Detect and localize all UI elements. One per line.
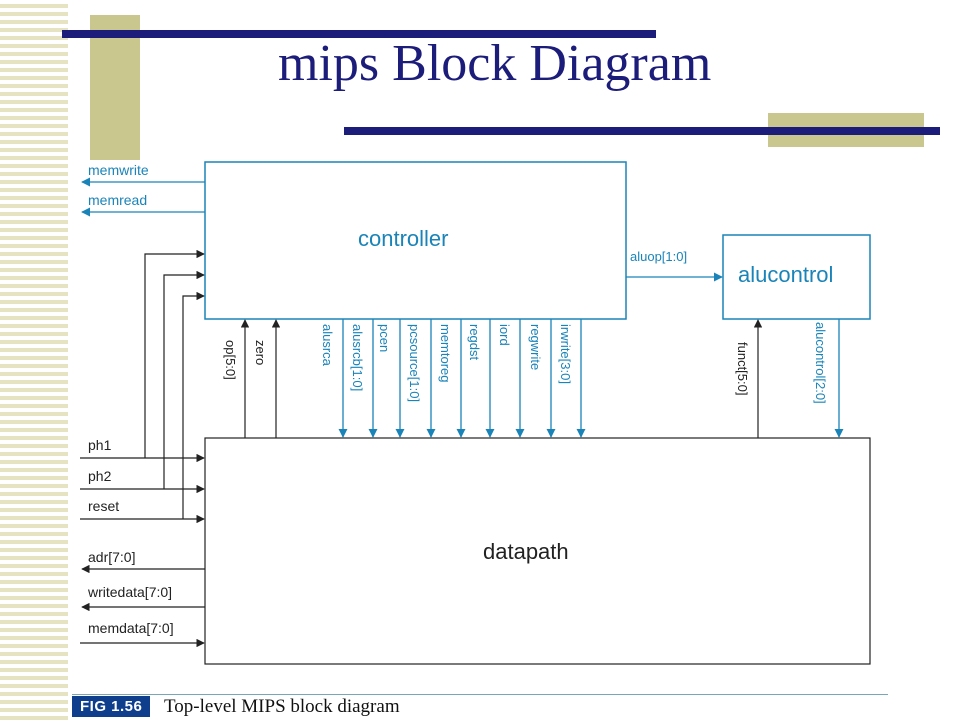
- funct-label: funct[5:0]: [735, 342, 750, 395]
- memwrite-label: memwrite: [88, 162, 149, 178]
- alusrcb-label: alusrcb[1:0]: [350, 324, 365, 391]
- pcsource-label: pcsource[1:0]: [407, 324, 422, 402]
- regdst-label: regdst: [467, 324, 482, 361]
- figure-caption-text: Top-level MIPS block diagram: [164, 696, 400, 717]
- pcen-label: pcen: [377, 324, 392, 352]
- irwrite-label: irwrite[3:0]: [558, 324, 573, 384]
- zero-label: zero: [253, 340, 268, 365]
- ph2-label: ph2: [88, 468, 112, 484]
- memdata-label: memdata[7:0]: [88, 620, 174, 636]
- caption-rule: [72, 694, 888, 695]
- title-rule-top: [62, 30, 656, 38]
- olive-vertical-bar: [90, 15, 140, 160]
- alucontrol-label: alucontrol: [738, 262, 833, 287]
- aluop-label: aluop[1:0]: [630, 249, 687, 264]
- controller-block: [204, 161, 627, 320]
- title-rule-bottom: [344, 127, 940, 135]
- figure-caption: FIG 1.56 Top-level MIPS block diagram: [72, 694, 892, 718]
- alucontrol-signal-label: alucontrol[2:0]: [813, 322, 828, 404]
- reset-route-wire: [182, 291, 205, 519]
- datapath-label: datapath: [483, 539, 569, 564]
- writedata-label: writedata[7:0]: [87, 584, 172, 600]
- ph1-route-wire: [144, 249, 205, 458]
- left-stripe-decoration: [0, 0, 68, 720]
- adr-label: adr[7:0]: [88, 549, 135, 565]
- controller-label: controller: [358, 226, 448, 251]
- ph2-route-wire: [163, 270, 205, 489]
- alusrca-label: alusrca: [320, 324, 335, 367]
- iord-label: iord: [497, 324, 512, 346]
- memtoreg-label: memtoreg: [438, 324, 453, 383]
- regwrite-label: regwrite: [528, 324, 543, 370]
- datapath-block: [204, 437, 871, 665]
- ph1-label: ph1: [88, 437, 112, 453]
- alucontrol-block: [722, 234, 871, 320]
- reset-label: reset: [88, 498, 119, 514]
- page-title: mips Block Diagram: [278, 35, 712, 92]
- memread-label: memread: [88, 192, 147, 208]
- figure-number-badge: FIG 1.56: [72, 696, 151, 717]
- op-label: op[5:0]: [223, 340, 238, 380]
